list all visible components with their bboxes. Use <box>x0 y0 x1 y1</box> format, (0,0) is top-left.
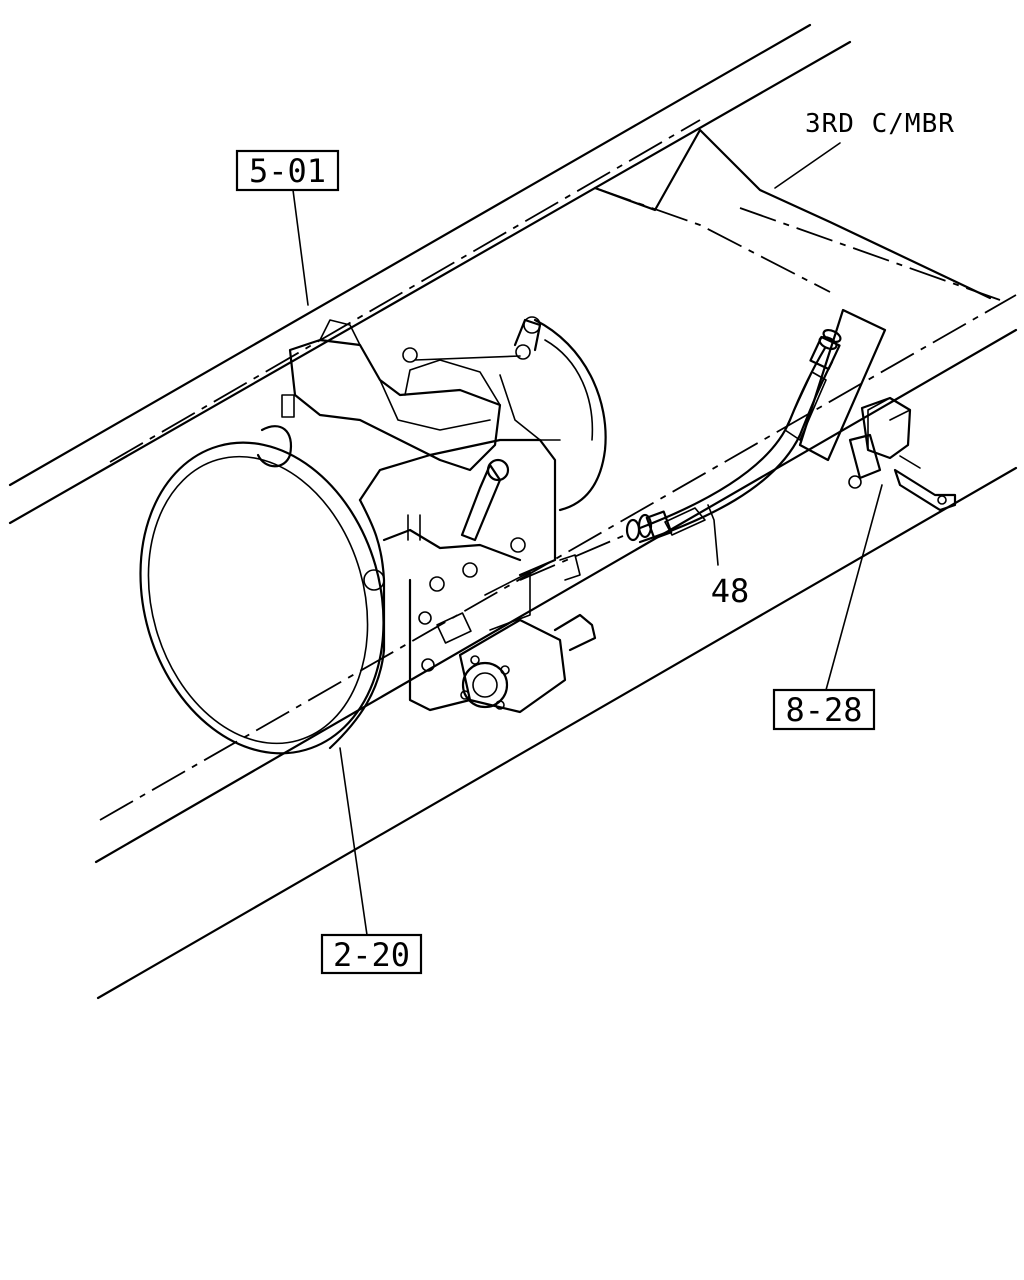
annotation-3rd-crossmember: 3RD C/MBR <box>805 109 955 139</box>
callout-5-01-label: 5-01 <box>249 152 326 190</box>
callout-48[interactable]: 48 <box>711 572 750 610</box>
frame-rail-upper <box>8 23 852 525</box>
callout-2-20-label: 2-20 <box>333 936 410 974</box>
frame-rail-lower <box>94 294 1018 1000</box>
transmission-assembly <box>139 316 607 755</box>
part-48-label: 48 <box>711 572 750 610</box>
third-crossmember <box>593 128 1001 301</box>
callout-2-20[interactable]: 2-20 <box>320 933 423 975</box>
third-crossmember-label: 3RD C/MBR <box>805 109 955 139</box>
bracket-valve-assembly <box>798 308 957 512</box>
hose-end-fitting-upper <box>809 328 842 371</box>
hose-end-fitting-lower <box>625 510 673 542</box>
callout-5-01[interactable]: 5-01 <box>235 149 340 192</box>
callout-8-28-label: 8-28 <box>785 691 862 729</box>
clutch-hose-48 <box>519 328 842 581</box>
leader-lines <box>292 142 883 936</box>
callout-8-28[interactable]: 8-28 <box>772 688 876 731</box>
